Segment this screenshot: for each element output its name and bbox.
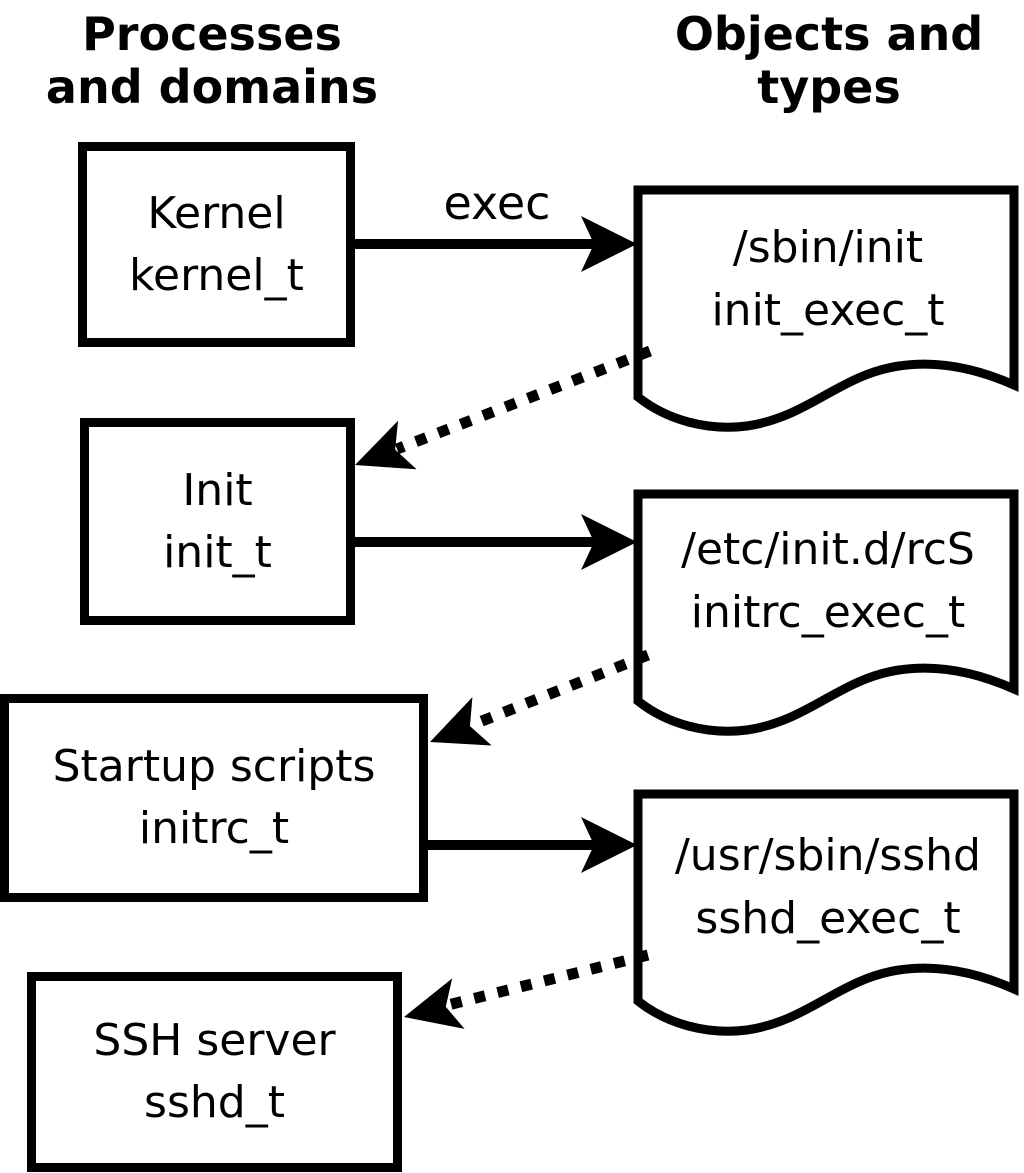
process-name: SSH server xyxy=(93,1015,336,1066)
column-header-objects-line2: types xyxy=(757,60,901,114)
document-shape-usr-sbin-sshd xyxy=(633,789,1019,1036)
exec-arrow-init-to-rcs xyxy=(352,514,637,570)
exec-arrow-label: exec xyxy=(443,176,551,230)
process-domain-type: init_t xyxy=(163,526,272,578)
object-type: initrc_exec_t xyxy=(690,587,966,638)
column-header-processes: Processes and domains xyxy=(0,8,424,114)
object-label-sbin-init: /sbin/init init_exec_t xyxy=(643,216,1013,342)
process-box-kernel: Kernel kernel_t xyxy=(78,142,355,347)
object-path: /usr/sbin/sshd xyxy=(674,830,981,881)
column-header-processes-line1: Processes xyxy=(82,7,342,61)
column-header-objects: Objects and types xyxy=(638,8,1020,114)
process-domain-type: initrc_t xyxy=(138,803,290,854)
object-type: sshd_exec_t xyxy=(695,893,961,944)
object-label-usr-sbin-sshd: /usr/sbin/sshd sshd_exec_t xyxy=(643,824,1013,950)
domain-transition-arrow-to-init xyxy=(355,345,652,470)
process-domain-type: kernel_t xyxy=(129,249,304,301)
process-box-init: Init init_t xyxy=(80,418,355,625)
domain-transition-arrow-to-initrc xyxy=(430,649,651,746)
process-name: Init xyxy=(182,464,253,516)
exec-arrow-initrc-to-sshd xyxy=(425,817,637,873)
document-shape-sbin-init xyxy=(633,185,1019,432)
process-box-startup-scripts: Startup scripts initrc_t xyxy=(0,694,428,902)
process-box-ssh-server: SSH server sshd_t xyxy=(27,972,402,1172)
object-path: /etc/init.d/rcS xyxy=(681,524,975,575)
object-label-etc-initd-rcs: /etc/init.d/rcS initrc_exec_t xyxy=(643,518,1013,644)
column-header-objects-line1: Objects and xyxy=(674,7,984,61)
process-name: Kernel xyxy=(147,187,286,239)
object-type: init_exec_t xyxy=(711,285,945,336)
object-path: /sbin/init xyxy=(732,222,924,273)
domain-transition-arrow-to-sshd xyxy=(404,949,650,1029)
process-name: Startup scripts xyxy=(52,741,376,792)
process-domain-type: sshd_t xyxy=(144,1077,285,1128)
column-header-processes-line2: and domains xyxy=(45,60,379,114)
document-shape-etc-initd-rcs xyxy=(633,489,1019,736)
